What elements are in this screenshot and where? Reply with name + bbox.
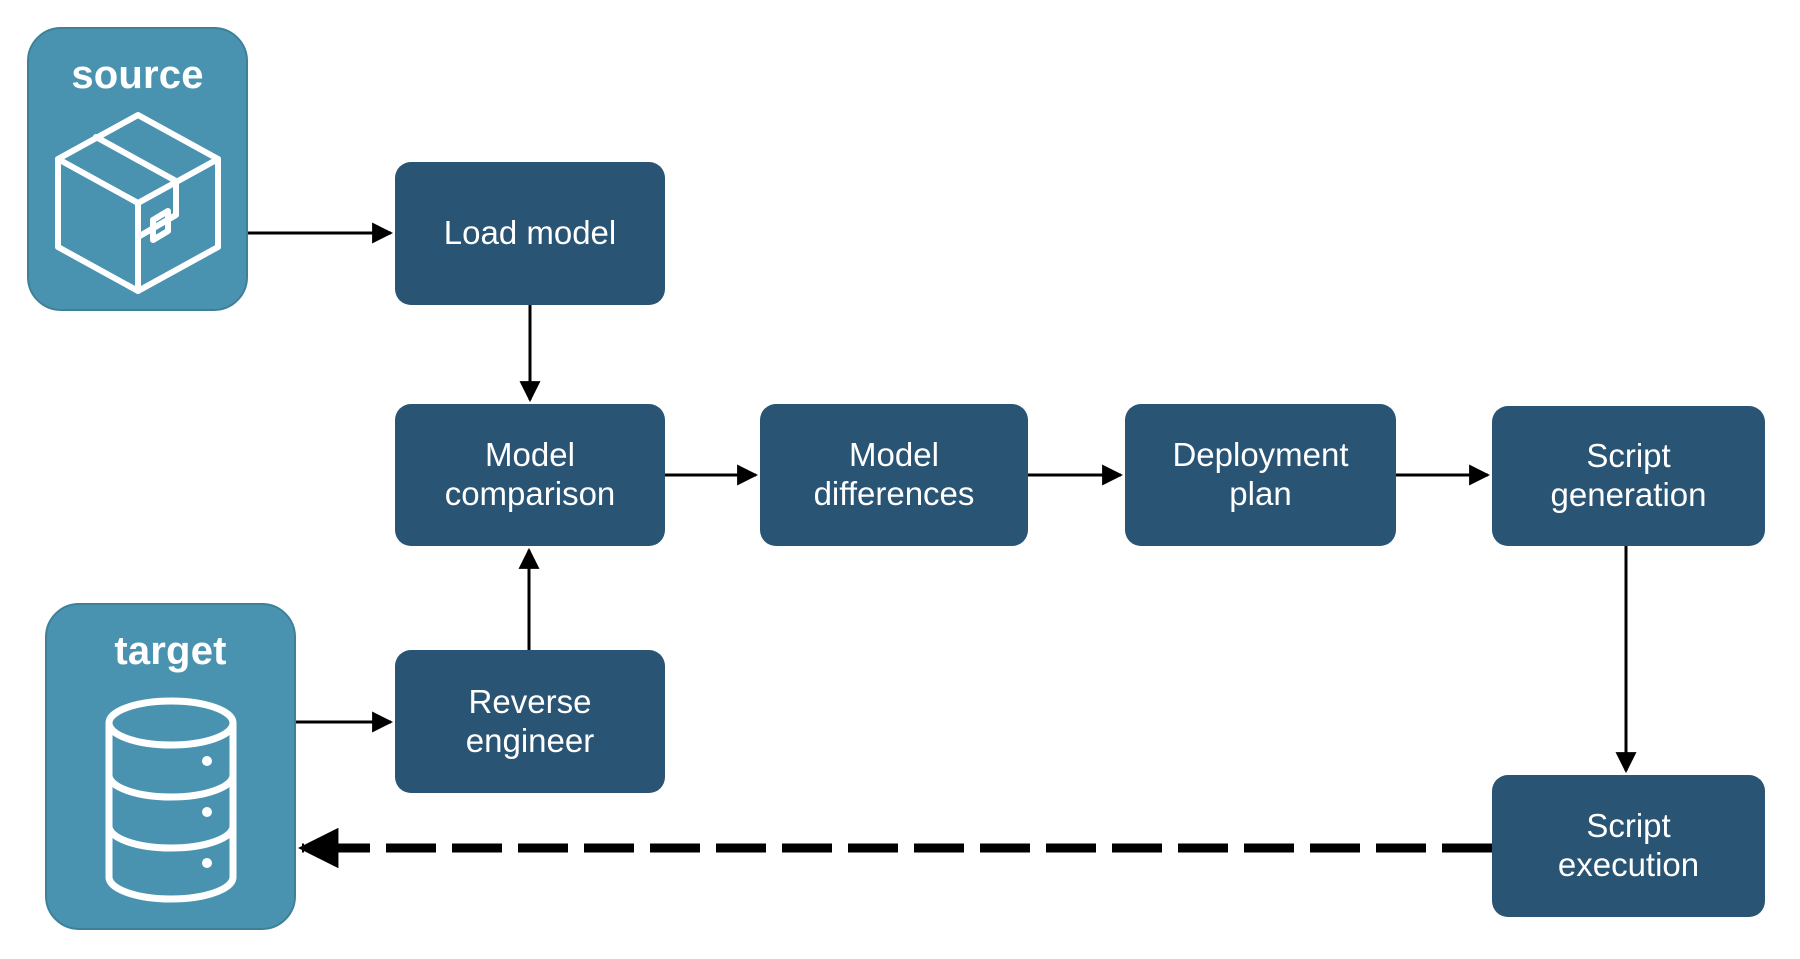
database-cylinder-icon — [47, 671, 294, 928]
node-load-model-text: Load model — [443, 214, 617, 252]
node-reverse-engineer[interactable]: Reverse engineer — [395, 650, 665, 793]
node-script-execution-text: Script execution — [1557, 807, 1700, 883]
endpoint-target[interactable]: target — [45, 603, 296, 930]
node-model-differences-text: Model differences — [813, 436, 975, 512]
endpoint-target-label: target — [114, 629, 227, 673]
node-script-execution[interactable]: Script execution — [1492, 775, 1765, 917]
node-script-generation[interactable]: Script generation — [1492, 406, 1765, 546]
package-box-icon — [29, 95, 246, 309]
node-script-generation-text: Script generation — [1550, 437, 1707, 513]
node-model-comparison[interactable]: Model comparison — [395, 404, 665, 546]
node-deployment-plan-text: Deployment plan — [1172, 436, 1349, 512]
node-model-differences[interactable]: Model differences — [760, 404, 1028, 546]
node-load-model[interactable]: Load model — [395, 162, 665, 305]
node-deployment-plan[interactable]: Deployment plan — [1125, 404, 1396, 546]
endpoint-source-label: source — [71, 53, 204, 97]
node-reverse-engineer-text: Reverse engineer — [465, 682, 595, 759]
node-model-comparison-text: Model comparison — [444, 436, 616, 512]
endpoint-source[interactable]: source — [27, 27, 248, 311]
